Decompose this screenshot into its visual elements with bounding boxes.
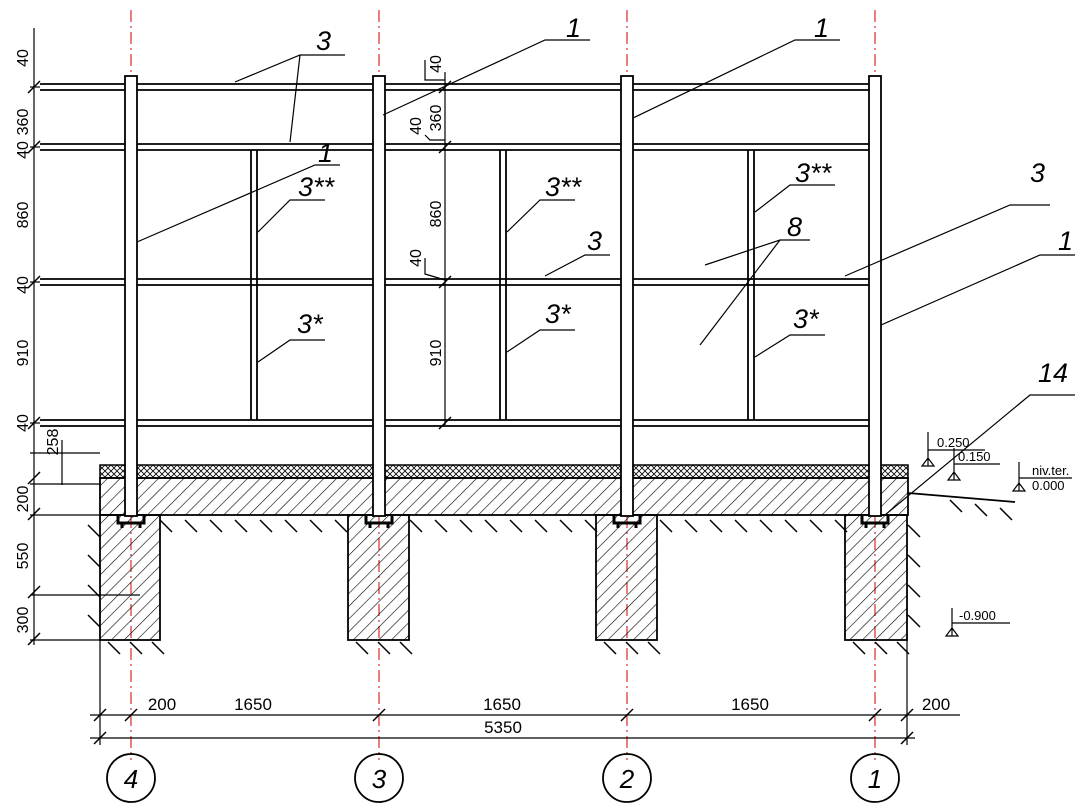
dim-mid-40-upper: 40: [408, 117, 425, 135]
tag-3-double-star-left: 3**: [298, 172, 336, 202]
axis-bubble-1: [850, 753, 900, 803]
axis-label-2: 2: [619, 764, 635, 794]
tag-3-right: 3: [1030, 158, 1045, 188]
dim-mid-360: 360: [428, 105, 445, 132]
column-axis-1: [868, 75, 882, 517]
tag-3-double-star-right: 3**: [795, 158, 833, 188]
foundation-plinth: [99, 464, 909, 516]
dim-bottom-1650-a: 1650: [234, 695, 272, 714]
dim-left-860: 860: [15, 202, 32, 229]
dim-left-910: 910: [15, 340, 32, 367]
level-0150: 0.150: [958, 449, 991, 464]
grid-axes: [130, 10, 876, 760]
tag-1-left-top: 1: [566, 13, 581, 43]
dim-mid-40-middle: 40: [408, 249, 425, 267]
tag-3-top: 3: [316, 26, 331, 56]
rail-upper: [40, 143, 880, 151]
dim-left-40-360: 360: [15, 109, 32, 136]
pad-axis-4: [99, 514, 161, 641]
tag-1-right: 1: [1058, 226, 1073, 256]
dim-mid-910: 910: [428, 340, 445, 367]
dim-left-40-upper: 40: [15, 141, 32, 159]
tag-8: 8: [787, 212, 802, 242]
dim-bottom-5350: 5350: [484, 718, 522, 737]
tag-14: 14: [1038, 358, 1068, 388]
left-dimension-labels: 40 360 40 860 40 910 40 258 200 550 300: [15, 49, 62, 633]
dim-bottom-200-left: 200: [148, 695, 176, 714]
dim-left-40-bottom: 40: [15, 414, 32, 432]
axis-label-1: 1: [868, 764, 882, 794]
dim-left-40-top: 40: [15, 49, 32, 67]
rail-middle: [40, 278, 880, 286]
level-0000: 0.000: [1032, 478, 1065, 493]
tag-3-double-star-mid: 3**: [545, 172, 583, 202]
mid-dimension-chain: [424, 60, 452, 430]
axis-bubble-2: [602, 753, 652, 803]
tag-3-middle-rail: 3: [587, 226, 602, 256]
ground-hatching: [87, 499, 1013, 655]
column-axis-4: [124, 75, 138, 517]
rail-top: [40, 83, 880, 91]
bottom-dimension-chain: 200 1650 1650 1650 200 5350: [90, 640, 960, 745]
level-marks: 0.250 0.150 niv.ter. 0.000 -0.900: [920, 432, 1072, 637]
tag-3-star-right: 3*: [793, 304, 820, 334]
tag-1-right-top: 1: [814, 13, 829, 43]
columns: [124, 75, 882, 517]
dim-left-200: 200: [15, 486, 32, 513]
tag-3-star-mid: 3*: [545, 299, 572, 329]
mid-dimension-labels: 40 360 40 860 40 910: [408, 55, 445, 366]
axis-label-4: 4: [124, 764, 138, 794]
dim-mid-40-top: 40: [428, 55, 445, 73]
axis-bubbles: 4 3 2 1: [106, 753, 900, 803]
dim-mid-860: 860: [428, 201, 445, 228]
level-minus-0900: -0.900: [959, 608, 996, 623]
level-niv-ter: niv.ter.: [1032, 463, 1069, 478]
dim-left-550: 550: [15, 543, 32, 570]
pad-axis-3: [347, 514, 410, 641]
ground-slope: [907, 492, 1016, 503]
dim-bottom-1650-b: 1650: [483, 695, 521, 714]
intermediate-posts: [250, 150, 755, 420]
dim-left-40-middle: 40: [15, 276, 32, 294]
element-tags: 3 1 1 1 3** 3** 3** 3 8 3 1 3* 3* 3* 14: [297, 13, 1073, 388]
tag-1-left-column: 1: [318, 138, 333, 168]
axis-bubble-4: [106, 753, 156, 803]
pad-axis-2: [595, 514, 658, 641]
dim-bottom-1650-c: 1650: [731, 695, 769, 714]
axis-label-3: 3: [372, 764, 387, 794]
rail-bottom: [40, 419, 880, 427]
column-axis-3: [372, 75, 386, 517]
foundation-pads: [99, 514, 908, 641]
column-axis-2: [620, 75, 634, 517]
left-dimension-chain: [27, 28, 140, 646]
pad-axis-1: [844, 514, 908, 641]
dim-bottom-200-right: 200: [922, 695, 950, 714]
dim-left-300: 300: [15, 607, 32, 634]
base-plates: [116, 516, 890, 528]
level-0250: 0.250: [937, 435, 970, 450]
dim-left-258: 258: [45, 429, 62, 456]
leader-lines: [136, 39, 1075, 516]
axis-bubble-3: [354, 753, 404, 803]
tag-3-star-left: 3*: [297, 309, 324, 339]
rails: [40, 83, 880, 427]
